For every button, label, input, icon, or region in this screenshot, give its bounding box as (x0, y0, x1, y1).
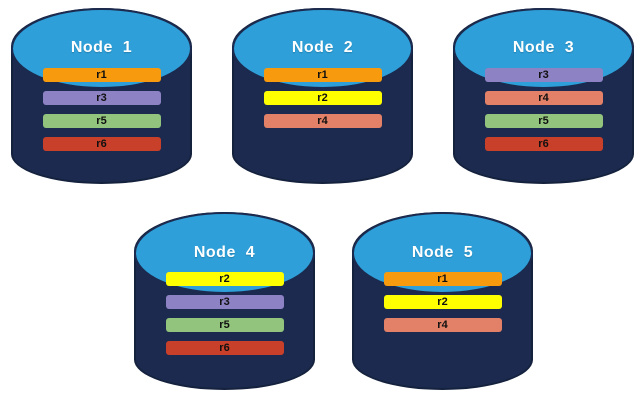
shard-list: r3 r4 r5 r6 (453, 68, 634, 151)
shard-bar-r4[interactable]: r4 (383, 318, 502, 332)
shard-list: r1 r2 r4 (232, 68, 413, 128)
shard-bar-r1[interactable]: r1 (263, 68, 382, 82)
shard-bar-r1[interactable]: r1 (42, 68, 161, 82)
shard-bar-r1[interactable]: r1 (383, 272, 502, 286)
shard-bar-r3[interactable]: r3 (42, 91, 161, 105)
node-4[interactable]: Node 4 r2 r3 r5 r6 (134, 212, 315, 390)
shard-bar-r5[interactable]: r5 (165, 318, 284, 332)
shard-bar-r3[interactable]: r3 (165, 295, 284, 309)
node-label: Node 4 (193, 243, 256, 261)
shard-bar-r5[interactable]: r5 (42, 114, 161, 128)
cylinder-top-ellipse (352, 212, 533, 294)
node-label: Node 2 (291, 39, 354, 57)
shard-bar-r4[interactable]: r4 (263, 114, 382, 128)
shard-list: r2 r3 r5 r6 (134, 272, 315, 355)
node-1[interactable]: Node 1 r1 r3 r5 r6 (11, 8, 192, 184)
node-3[interactable]: Node 3 r3 r4 r5 r6 (453, 8, 634, 184)
node-label: Node 1 (70, 39, 133, 57)
shard-bar-r2[interactable]: r2 (263, 91, 382, 105)
shard-bar-r6[interactable]: r6 (484, 137, 603, 151)
shard-bar-r4[interactable]: r4 (484, 91, 603, 105)
shard-bar-r2[interactable]: r2 (165, 272, 284, 286)
shard-bar-r2[interactable]: r2 (383, 295, 502, 309)
node-5[interactable]: Node 5 r1 r2 r4 (352, 212, 533, 390)
shard-bar-r5[interactable]: r5 (484, 114, 603, 128)
node-2[interactable]: Node 2 r1 r2 r4 (232, 8, 413, 184)
shard-bar-r6[interactable]: r6 (42, 137, 161, 151)
node-label: Node 5 (411, 243, 474, 261)
shard-list: r1 r3 r5 r6 (11, 68, 192, 151)
shard-bar-r3[interactable]: r3 (484, 68, 603, 82)
shard-list: r1 r2 r4 (352, 272, 533, 332)
shard-bar-r6[interactable]: r6 (165, 341, 284, 355)
node-label: Node 3 (512, 39, 575, 57)
